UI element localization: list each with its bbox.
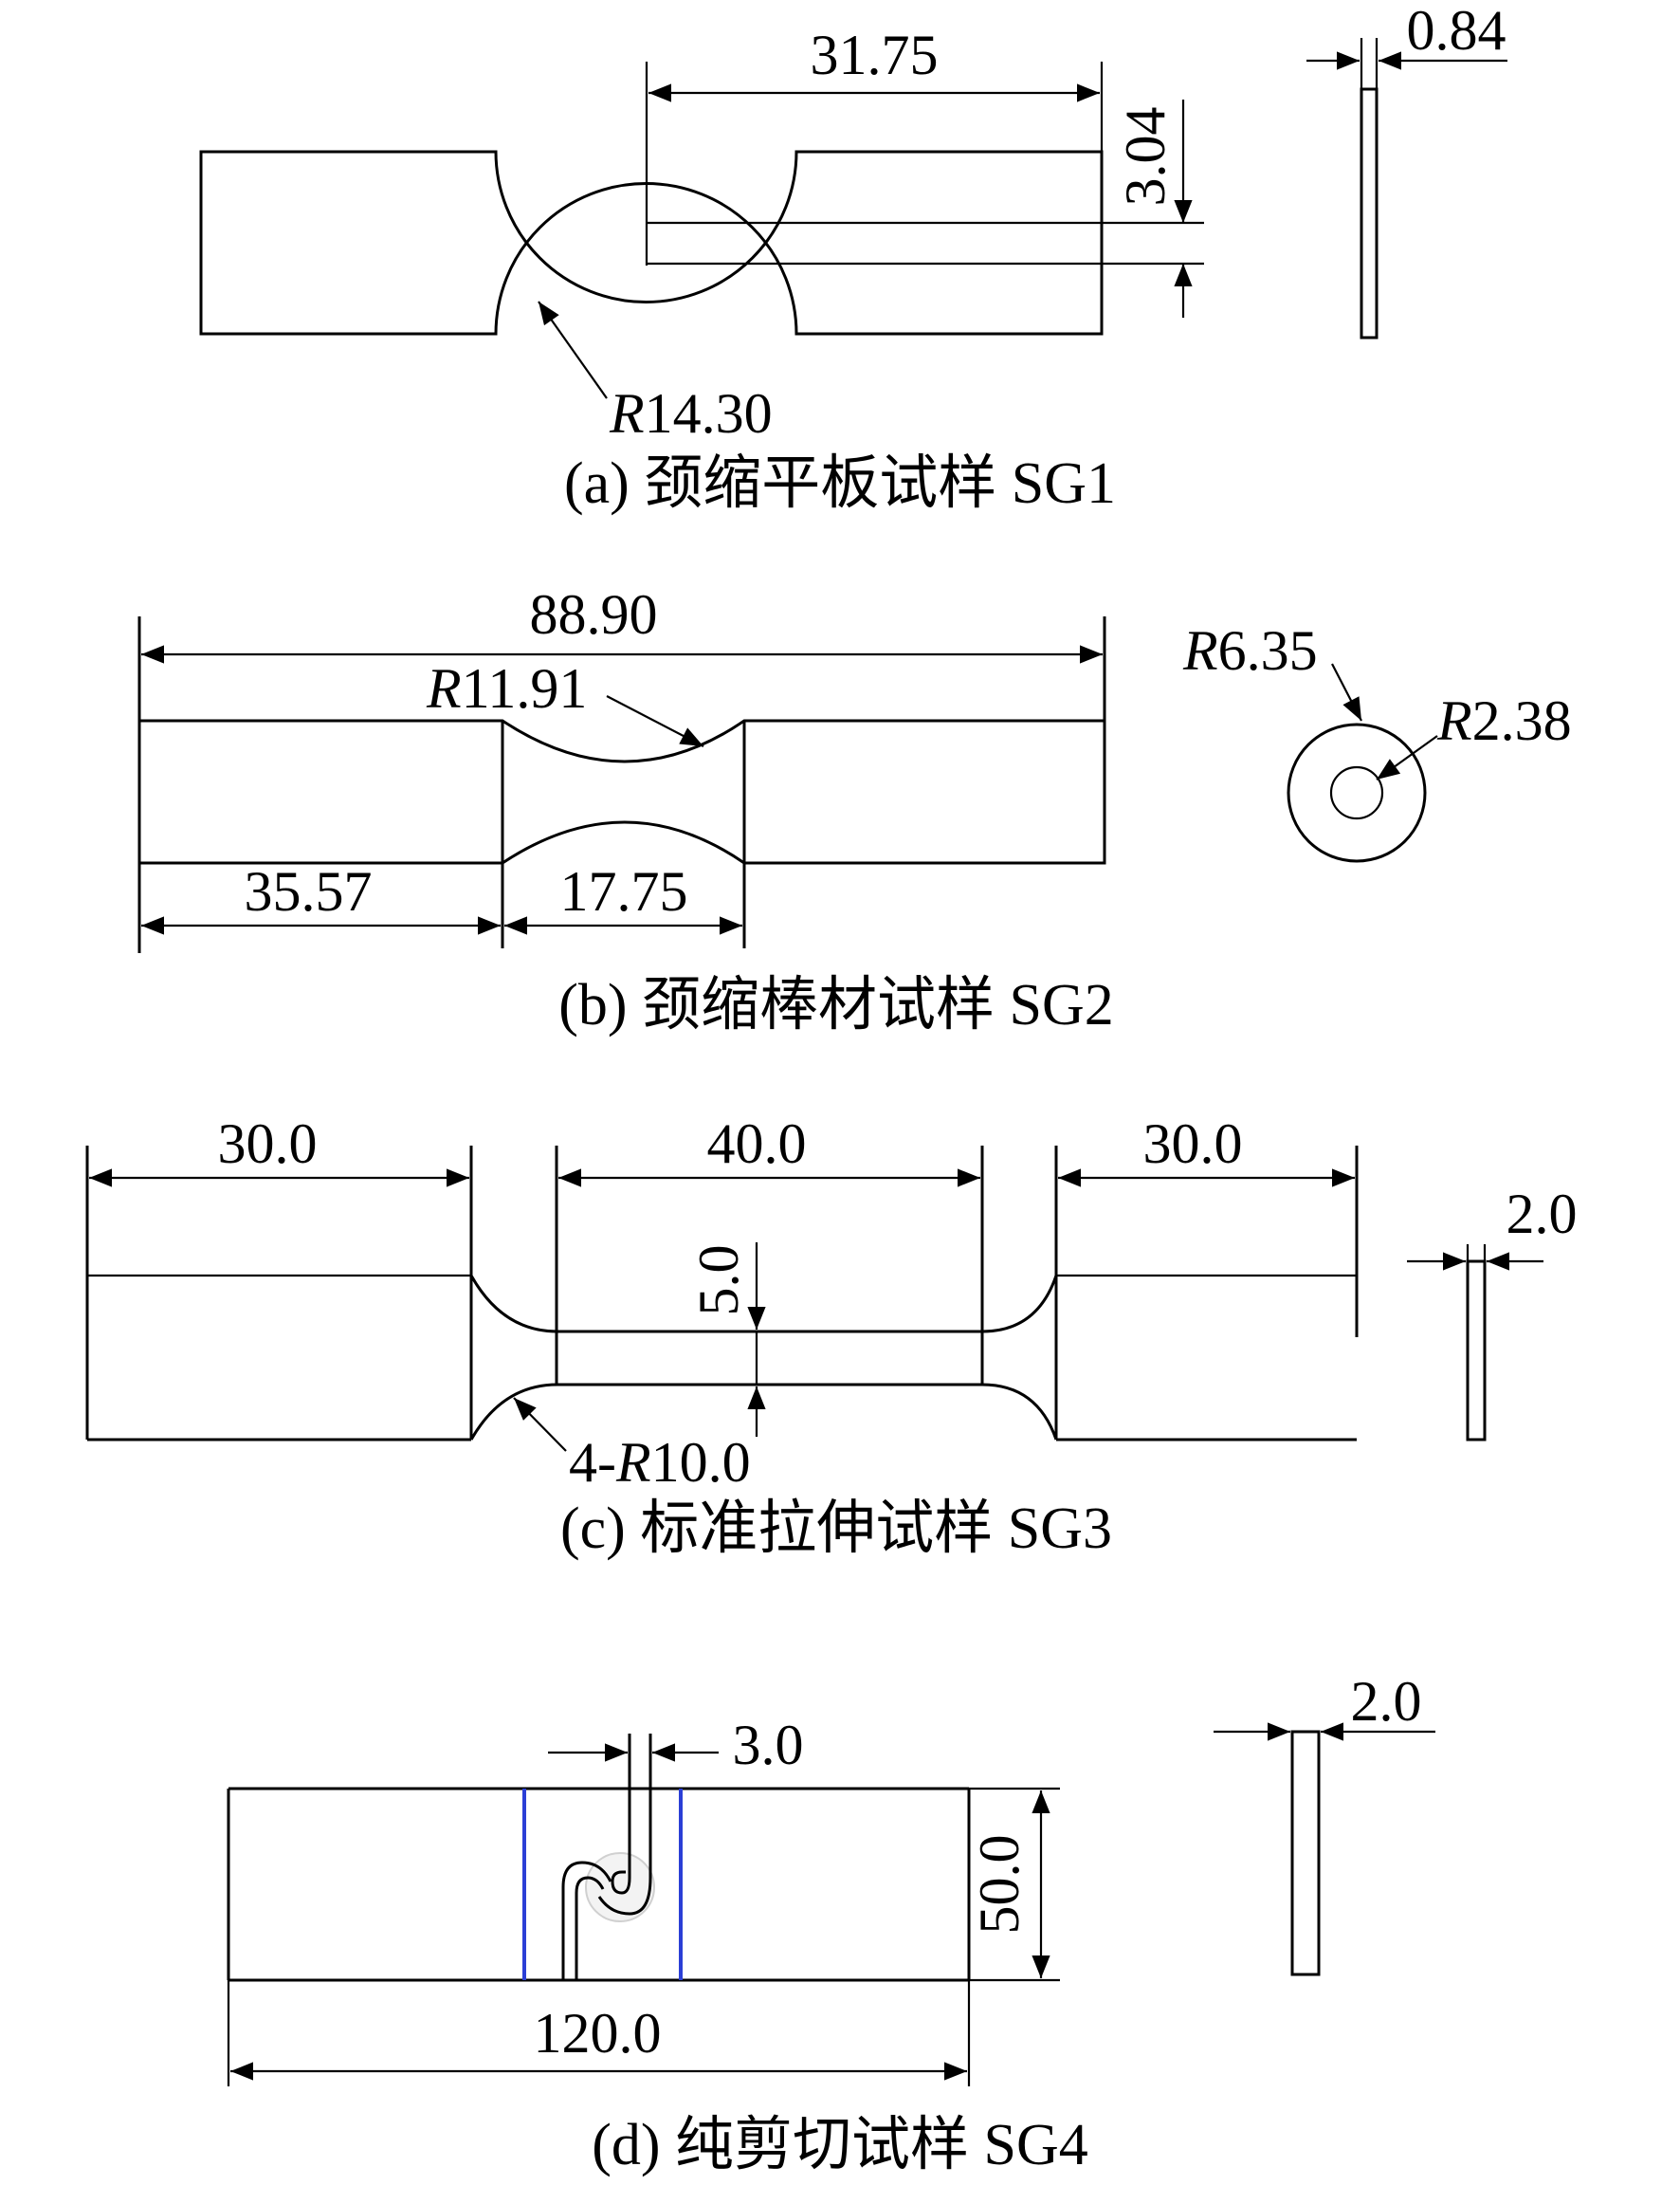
sg4-upper-slot	[611, 1734, 631, 1895]
caption-b: (b) 颈缩棒材试样 SG2	[558, 973, 1114, 1037]
sg2-inner-radius-label: R2.38	[1436, 689, 1572, 752]
sg1-side-view	[1360, 87, 1379, 340]
sg3-fillet-label: 4-R10.0	[569, 1431, 751, 1494]
panel-d: 3.0 50.0 120.0 2.0 (d) 纯剪切试样 SG4	[227, 1670, 1435, 2177]
sg3-right-label: 30.0	[1143, 1112, 1243, 1175]
sg2-total-label: 88.90	[530, 583, 658, 646]
sg1-width-label: 3.04	[1114, 107, 1177, 207]
sg2-inner-circle	[1329, 765, 1384, 820]
sg4-slot-label: 3.0	[733, 1714, 804, 1776]
sg3-thickness-label: 2.0	[1507, 1183, 1578, 1245]
sg2-grip-label: 35.57	[245, 860, 373, 923]
sg1-outline	[199, 150, 1104, 336]
sg4-lower-slot	[561, 1861, 612, 1980]
sg2-outline	[137, 719, 1106, 865]
sg3-side-view	[1466, 1259, 1487, 1441]
panel-b: 88.90 R11.91 35.57 17.75 R6.35 R2.38 (b)…	[137, 583, 1572, 1037]
sg4-side-view	[1290, 1730, 1321, 1976]
sg3-gauge-label: 40.0	[707, 1112, 807, 1175]
panel-c: 30.0 40.0 30.0 5.0 4-R10.0 2.0 (c) 标准拉伸试…	[85, 1112, 1578, 1561]
sg4-height-label: 50.0	[968, 1835, 1031, 1935]
sg1-length-label: 31.75	[811, 24, 939, 86]
caption-a: (a) 颈缩平板试样 SG1	[564, 451, 1116, 516]
sg2-outer-radius-label: R6.35	[1182, 619, 1318, 682]
sg4-length-label: 120.0	[534, 2002, 662, 2065]
sg1-thickness-label: 0.84	[1407, 0, 1507, 62]
sg1-radius-label: R14.30	[609, 382, 773, 445]
sg4-thickness-label: 2.0	[1351, 1670, 1422, 1733]
caption-c: (c) 标准拉伸试样 SG3	[560, 1496, 1112, 1561]
sg2-outer-circle	[1287, 723, 1427, 863]
panel-a: 31.75 3.04 R14.30 0.84 (a) 颈缩平板试样 SG1	[199, 0, 1507, 516]
sg2-neck-label: 17.75	[560, 860, 688, 923]
sg2-neck-radius-label: R11.91	[426, 657, 587, 720]
caption-d: (d) 纯剪切试样 SG4	[592, 2113, 1088, 2177]
sg3-width-label: 5.0	[687, 1245, 750, 1316]
sg3-left-label: 30.0	[218, 1112, 318, 1175]
